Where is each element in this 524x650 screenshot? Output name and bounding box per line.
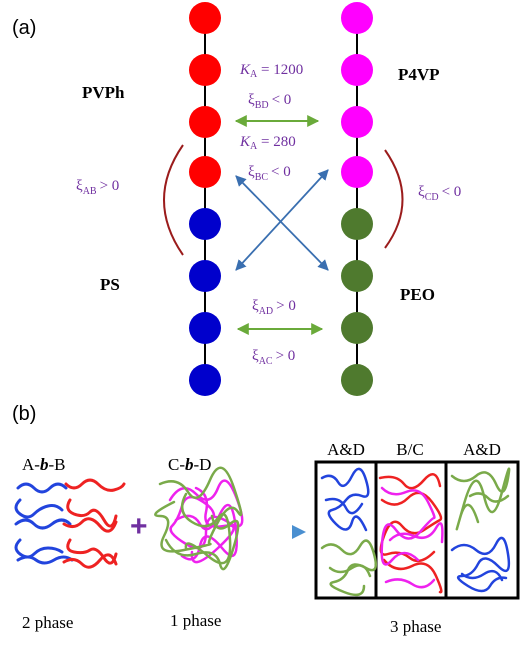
xi-ac-label: ξAC> 0: [252, 348, 295, 367]
xi-bd-label: ξBD< 0: [248, 92, 291, 111]
right-box-chains: [450, 467, 511, 593]
transition-arrowhead: [292, 525, 306, 539]
p4vp-bead: [341, 156, 373, 188]
pvph-bead: [189, 106, 221, 138]
cd-copolymer-title: C-b-D: [168, 455, 211, 474]
ka-bd-label: KA = 1200: [239, 62, 303, 80]
pvph-block: [189, 2, 221, 188]
xi-ad-label: ξAD> 0: [252, 298, 296, 317]
ab-phase-count: 2 phase: [22, 613, 73, 632]
peo-block: [341, 208, 373, 396]
p4vp-label: P4VP: [398, 65, 440, 84]
xi-cd-label: ξCD< 0: [418, 184, 461, 203]
panel-b-label: (b): [12, 403, 36, 425]
pvph-bead: [189, 54, 221, 86]
ps-bead: [189, 260, 221, 292]
plus-sign: +: [130, 510, 148, 543]
box-header-left: A&D: [327, 440, 365, 459]
peo-bead: [341, 260, 373, 292]
peo-bead: [341, 208, 373, 240]
pvph-bead: [189, 156, 221, 188]
peo-bead: [341, 364, 373, 396]
left-box-chains: [320, 467, 377, 597]
p4vp-bead: [341, 106, 373, 138]
pvph-label: PVPh: [82, 83, 125, 102]
xi-bc-label: ξBC< 0: [248, 164, 291, 183]
three-phase-boxes: [314, 460, 520, 600]
p4vp-bead: [341, 54, 373, 86]
box-header-right: A&D: [463, 440, 501, 459]
xi-ab-label: ξAB> 0: [76, 178, 119, 197]
ps-bead: [189, 364, 221, 396]
peo-label: PEO: [400, 285, 435, 304]
peo-bead: [341, 312, 373, 344]
ab-copolymer-title: A-b-B: [22, 455, 65, 474]
ka-bc-label: KA = 280: [239, 134, 296, 152]
ac-cross-arrow: [235, 169, 329, 271]
ps-bead: [189, 312, 221, 344]
middle-box-chains: [378, 473, 444, 594]
panel-a-label: (a): [12, 17, 36, 39]
box-header-middle: B/C: [396, 440, 423, 459]
pvph-bead: [189, 2, 221, 34]
ps-bead: [189, 208, 221, 240]
ps-block: [189, 208, 221, 396]
blend-phase-count: 3 phase: [390, 617, 441, 636]
ab-coil-illustration: [14, 478, 126, 569]
cd-coil-illustration: [154, 466, 244, 571]
p4vp-block: [341, 2, 373, 188]
ps-label: PS: [100, 275, 120, 294]
ab-bracket: [163, 144, 184, 256]
p4vp-bead: [341, 2, 373, 34]
cd-bracket: [384, 149, 404, 249]
cd-phase-count: 1 phase: [170, 611, 221, 630]
